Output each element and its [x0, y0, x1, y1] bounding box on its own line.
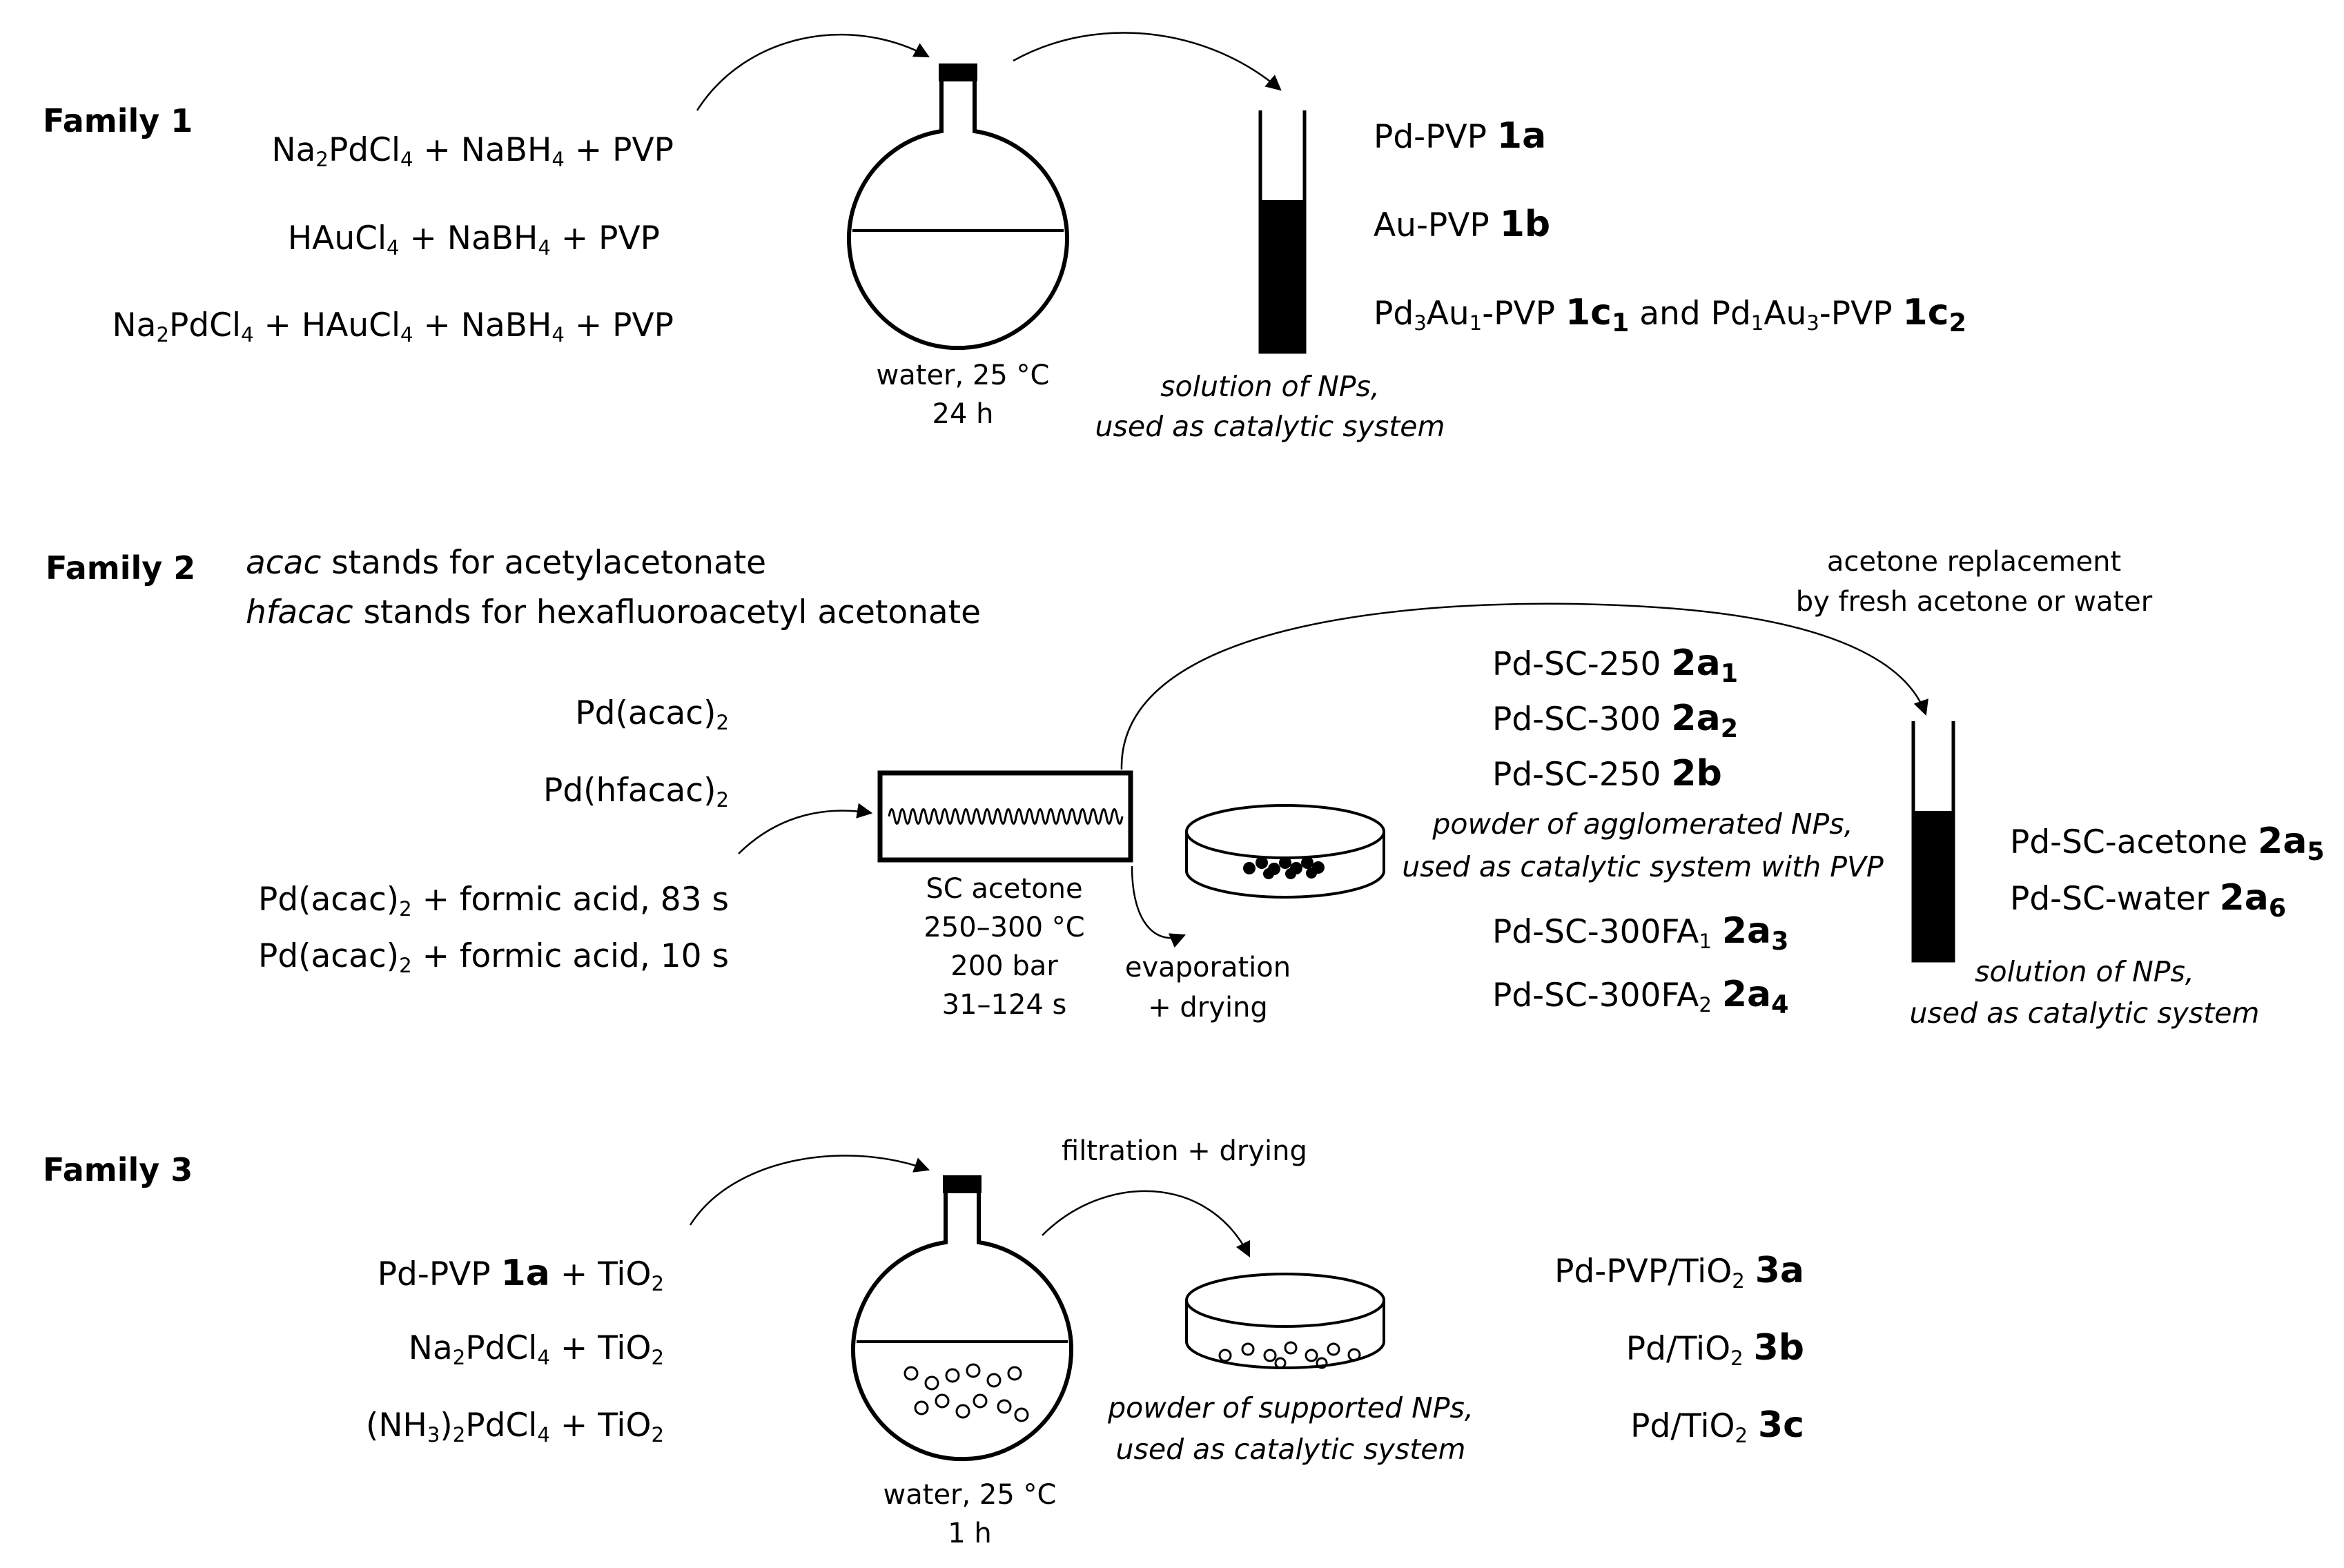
family1-condition-1: water, 25 °C [876, 360, 1050, 391]
arrow-reactants-to-flask-3 [689, 1155, 930, 1226]
family1-product-1c: Pd3Au1-PVP 1c1 and Pd1Au3-PVP 1c2 [1374, 292, 1966, 338]
family1-product-1b: Au-PVP 1b [1374, 204, 1551, 245]
test-tube-family1 [1258, 110, 1307, 354]
arrow-reactants-to-reactor [738, 803, 873, 854]
family2-product-2a5: Pd-SC-acetone 2a5 [2010, 821, 2325, 867]
sc-condition-3: 200 bar [950, 950, 1058, 982]
replacement-label-2: by fresh acetone or water [1795, 586, 2153, 618]
family1-caption-1: solution of NPs, [1160, 370, 1380, 403]
powder-caption-1: powder of agglomerated NPs, [1432, 807, 1853, 841]
family3-product-3c: Pd/TiO2 3c [1630, 1404, 1804, 1448]
family2-product-2a2: Pd-SC-300 2a2 [1492, 698, 1739, 744]
family2-product-2a1: Pd-SC-250 2a1 [1492, 643, 1739, 689]
family1-reactant-3: Na2PdCl4 + HAuCl4 + NaBH4 + PVP [112, 306, 674, 347]
solution-caption-2-1: solution of NPs, [1975, 955, 2194, 988]
family3-product-3a: Pd-PVP/TiO2 3a [1554, 1250, 1804, 1293]
sc-condition-2: 250–300 °C [924, 912, 1085, 943]
family3-caption-1: powder of supported NPs, [1108, 1391, 1474, 1424]
evaporation-label-2: + drying [1148, 992, 1268, 1023]
family1-condition-2: 24 h [932, 398, 994, 430]
arrow-flask-to-dish-3 [1042, 1190, 1251, 1258]
arrow-reactants-to-flask-1 [696, 33, 930, 111]
family3-reactant-1: Pd-PVP 1a + TiO2 [377, 1253, 664, 1296]
round-bottom-flask-family1 [847, 63, 1069, 351]
petri-dish-agglomerated [1185, 804, 1385, 899]
family2-note-acac: acac stands for acetylacetonate [246, 544, 767, 582]
round-bottom-flask-family3 [851, 1175, 1073, 1462]
family3-label: Family 3 [43, 1151, 193, 1188]
family2-reactant-4: Pd(acac)2 + formic acid, 10 s [257, 937, 729, 978]
family3-reactant-3: (NH3)2PdCl4 + TiO2 [366, 1407, 664, 1447]
powder-caption-2: used as catalytic system with PVP [1402, 850, 1884, 883]
replacement-label-1: acetone replacement [1826, 546, 2122, 578]
family2-product-2a6: Pd-SC-water 2a6 [2010, 877, 2287, 923]
arrow-reactor-to-dish [1131, 865, 1186, 948]
filtration-label: filtration + drying [1062, 1135, 1307, 1167]
family3-reactant-2: Na2PdCl4 + TiO2 [408, 1329, 664, 1370]
family2-reactant-1: Pd(acac)2 [575, 694, 729, 735]
evaporation-label-1: evaporation [1124, 952, 1291, 983]
family1-caption-2: used as catalytic system [1095, 410, 1445, 443]
solution-caption-2-2: used as catalytic system [1909, 997, 2260, 1030]
family2-label: Family 2 [46, 549, 196, 587]
sc-condition-4: 31–124 s [941, 989, 1067, 1021]
family2-product-2b: Pd-SC-250 2b [1492, 753, 1722, 794]
family2-note-hfacac: hfacac stands for hexafluoroacetyl aceto… [246, 594, 981, 631]
family1-reactant-1: Na2PdCl4 + NaBH4 + PVP [271, 131, 674, 172]
sc-condition-1: SC acetone [926, 873, 1083, 905]
family1-product-1a: Pd-PVP 1a [1374, 115, 1547, 157]
arrow-reactor-to-tube-2 [1120, 602, 1928, 770]
family3-caption-2: used as catalytic system [1115, 1433, 1466, 1466]
family1-label: Family 1 [43, 102, 193, 139]
petri-dish-supported [1185, 1273, 1385, 1369]
family1-reactant-2: HAuCl4 + NaBH4 + PVP [287, 219, 660, 260]
test-tube-family2 [1911, 721, 1955, 963]
family2-product-2a4: Pd-SC-300FA2 2a4 [1492, 974, 1789, 1020]
sc-reactor-icon [877, 770, 1133, 863]
family2-reactant-2: Pd(hfacac)2 [543, 772, 729, 812]
family3-condition-2: 1 h [948, 1518, 992, 1549]
family3-condition-1: water, 25 °C [883, 1479, 1057, 1511]
family2-reactant-3: Pd(acac)2 + formic acid, 83 s [257, 881, 729, 921]
reactor-coil [888, 808, 1124, 825]
arrow-flask-to-tube-1 [1013, 32, 1282, 91]
family2-product-2a3: Pd-SC-300FA1 2a3 [1492, 910, 1789, 957]
family3-product-3b: Pd/TiO2 3b [1625, 1327, 1804, 1371]
